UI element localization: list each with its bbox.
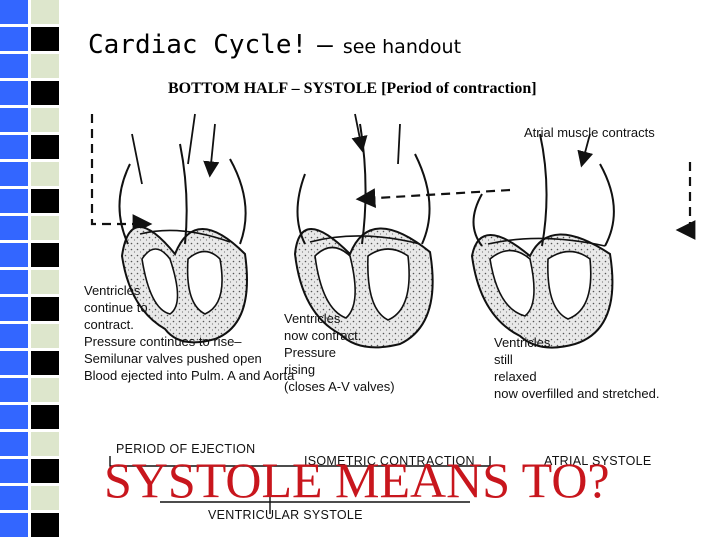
side-strip-block (0, 81, 28, 105)
side-strip-block (31, 243, 59, 267)
isometric-line: (closes A-V valves) (284, 379, 395, 394)
side-strip-block (0, 0, 28, 24)
heart-atrial (470, 133, 615, 349)
ejection-line: Semilunar valves pushed open (84, 351, 262, 366)
atrial-contracts-label: Atrial muscle contracts (524, 125, 655, 140)
phase-atrial-label: ATRIAL SYSTOLE (544, 454, 652, 468)
side-strip-block (0, 270, 28, 294)
side-strip-block (0, 378, 28, 402)
phase-isometric-label: ISOMETRIC CONTRACTION (304, 454, 475, 468)
side-strip-block (0, 216, 28, 240)
side-strip-block (0, 243, 28, 267)
side-strip-block (0, 513, 28, 537)
side-strip-block (31, 459, 59, 483)
ejection-description: Ventricles continue to contract. Pressur… (84, 282, 294, 384)
side-strip-block (0, 135, 28, 159)
phase-timeline (109, 456, 491, 514)
isometric-line: Pressure (284, 345, 337, 360)
atrial-description: Ventricles still relaxed now overfilled … (494, 334, 659, 402)
side-strip-block (0, 459, 28, 483)
ejection-line: continue to (84, 300, 148, 315)
heart-isometric (293, 113, 434, 349)
side-strip-block (31, 216, 59, 240)
cycle-arrows (90, 114, 696, 240)
atrial-line: relaxed (494, 369, 537, 384)
title-text: Cardiac Cycle! (88, 30, 308, 60)
side-strip-block (0, 162, 28, 186)
side-strip-block (31, 432, 59, 456)
ejection-line: Pressure continues to rise– (84, 334, 242, 349)
side-strip-block (31, 189, 59, 213)
phase-ejection-label: PERIOD OF EJECTION (116, 442, 256, 456)
isometric-line: Ventricles (284, 311, 341, 326)
side-strip-block (31, 27, 59, 51)
side-strip-block (31, 135, 59, 159)
side-strip-block (31, 0, 59, 24)
side-strip-block (31, 108, 59, 132)
side-strip-block (31, 324, 59, 348)
side-strip-block (0, 432, 28, 456)
title-dash: – (317, 30, 333, 60)
side-strip-block (31, 162, 59, 186)
side-strip-block (31, 378, 59, 402)
side-strip-block (0, 54, 28, 78)
ejection-line: contract. (84, 317, 134, 332)
isometric-line: now contract. (284, 328, 362, 343)
side-strip-block (31, 513, 59, 537)
side-strip-block (0, 405, 28, 429)
side-strip-block (31, 270, 59, 294)
slide-subtitle: BOTTOM HALF – SYSTOLE [Period of contrac… (168, 80, 537, 97)
title-note: see handout (342, 36, 462, 58)
side-strip-block (31, 54, 59, 78)
side-strip-block (0, 324, 28, 348)
question-text: SYSTOLE MEANS TO? (104, 452, 610, 508)
side-strip-block (0, 351, 28, 375)
atrial-line: still (494, 352, 513, 367)
ejection-line: Ventricles (84, 283, 141, 298)
slide-title: Cardiac Cycle!–see handout (88, 30, 461, 60)
ejection-line: Blood ejected into Pulm. A and Aorta (84, 368, 295, 383)
isometric-description: Ventricles now contract. Pressure rising… (284, 310, 395, 395)
side-strip-block (0, 108, 28, 132)
side-strip-block (31, 81, 59, 105)
atrial-line: now overfilled and stretched. (494, 386, 660, 401)
side-strip-block (31, 297, 59, 321)
heart-ejection (118, 113, 248, 344)
side-strip-block (31, 351, 59, 375)
isometric-line: rising (284, 362, 316, 377)
phase-ventricular-label: VENTRICULAR SYSTOLE (208, 508, 363, 522)
side-strip-block (0, 297, 28, 321)
side-strip-block (31, 486, 59, 510)
atrial-line: Ventricles (494, 335, 551, 350)
side-strip-block (0, 27, 28, 51)
diagram-drawing (90, 113, 696, 514)
decorative-side-strip (0, 0, 62, 540)
side-strip-block (31, 405, 59, 429)
side-strip-block (0, 189, 28, 213)
side-strip-block (0, 486, 28, 510)
cardiac-cycle-diagram: Atrial muscle contracts Ventricles conti… (70, 104, 720, 540)
